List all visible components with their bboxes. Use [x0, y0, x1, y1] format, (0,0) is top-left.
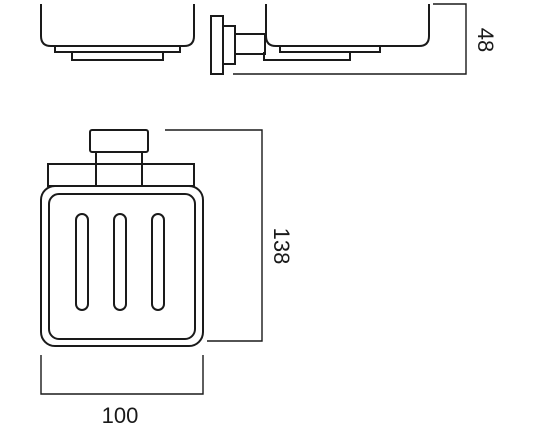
- depth-dimension: [233, 3, 467, 75]
- drain-slot-1: [75, 213, 89, 311]
- end-view: [40, 4, 195, 61]
- side-view: [210, 4, 430, 75]
- height-dimension: [165, 129, 263, 342]
- width-dimension-label: 100: [102, 403, 139, 428]
- drain-slot-3: [151, 213, 165, 311]
- drain-slot-2: [113, 213, 127, 311]
- width-dimension: [40, 355, 204, 395]
- front-view: [40, 129, 204, 347]
- depth-dimension-label: 48: [473, 28, 498, 52]
- height-dimension-label: 138: [269, 228, 294, 265]
